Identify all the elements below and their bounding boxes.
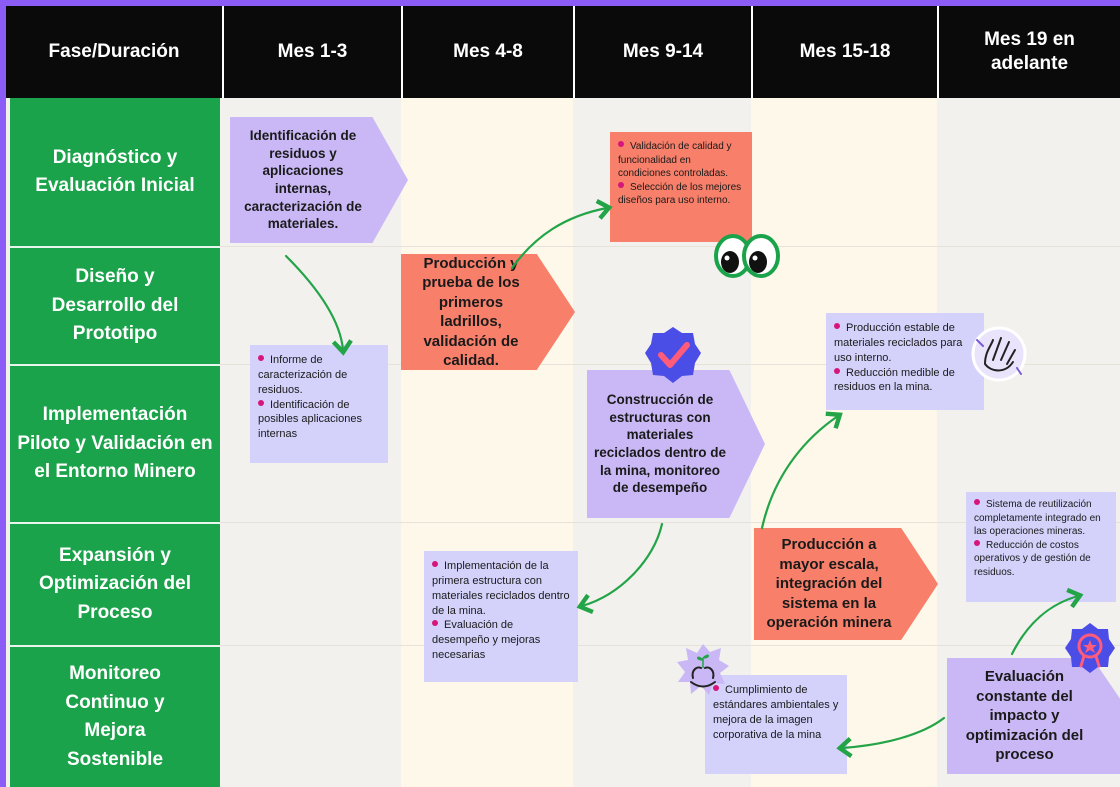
row-divider [220,522,1120,523]
note-validacion-text-1: Validación de calidad y funcionalidad en… [618,141,732,179]
bullet-icon [432,620,438,627]
row-divider [220,645,1120,646]
milestone-identificacion-text: Identificación de residuos y aplicacione… [244,128,362,232]
note-implementacion: Implementación de la primera estructura … [424,551,578,682]
note-estable-text-1: Producción estable de materiales recicla… [834,322,963,364]
milestone-produccion-mayor: Producción a mayor escala, integración d… [754,528,938,640]
header-mes-1-3: Mes 1-3 [277,41,348,63]
milestone-evaluacion-text: Evaluación constante del impacto y optim… [965,668,1084,764]
milestone-construccion: Construcción de estructuras con material… [587,370,765,518]
note-informe-item-1: Informe de caracterización de residuos. [258,353,380,398]
phase-diagnostico: Diagnóstico y Evaluación Inicial [10,98,220,246]
note-informe: Informe de caracterización de residuos. … [250,345,388,463]
note-cumplimiento-item-1: Cumplimiento de estándares ambientales y… [713,683,839,742]
note-sistema-text-2: Reducción de costos operativos y de gest… [974,539,1091,578]
note-validacion: Validación de calidad y funcionalidad en… [610,132,752,242]
header-mes-19-en-adelante: Mes 19 en adelante [984,29,1075,74]
note-estable-item-1: Producción estable de materiales recicla… [834,321,976,366]
table-header [6,6,1120,98]
note-validacion-item-1: Validación de calidad y funcionalidad en… [618,140,744,181]
phase-separator [10,364,220,366]
header-separator [222,6,224,98]
bullet-icon [713,685,719,691]
phase-separator [10,246,220,248]
note-estable-text-2: Reducción medible de residuos en la mina… [834,366,955,394]
header-mes-15-18: Mes 15-18 [799,41,891,63]
note-implementacion-text-1: Implementación de la primera estructura … [432,560,570,617]
milestone-evaluacion: Evaluación constante del impacto y optim… [947,658,1120,774]
note-sistema-item-1: Sistema de reutilización completamente i… [974,498,1108,539]
phase-separator [10,522,220,524]
bullet-icon [834,323,840,329]
note-implementacion-text-2: Evaluación de desempeño y mejoras necesa… [432,619,541,662]
bullet-icon [618,181,624,188]
phase-separator [10,645,220,647]
bullet-icon [258,399,264,406]
bullet-icon [974,499,980,505]
bullet-icon [432,561,438,567]
note-informe-item-2: Identificación de posibles aplicaciones … [258,398,380,443]
note-validacion-item-2: Selección de los mejores diseños para us… [618,181,744,208]
note-implementacion-item-1: Implementación de la primera estructura … [432,559,570,618]
milestone-construccion-text: Construcción de estructuras con material… [593,392,727,496]
note-cumplimiento-text-1: Cumplimiento de estándares ambientales y… [713,684,839,741]
frame-top-border [0,0,1120,6]
phase-monitoreo: Monitoreo Continuo y Mejora Sostenible [10,647,220,787]
note-sistema-item-2: Reducción de costos operativos y de gest… [974,539,1108,580]
header-separator [751,6,753,98]
milestone-produccion-prueba-text: Producción y prueba de los primeros ladr… [422,254,520,370]
frame-left-border [0,0,6,787]
header-mes-4-8: Mes 4-8 [453,41,523,63]
milestone-produccion-mayor-text: Producción a mayor escala, integración d… [766,536,892,632]
header-separator [937,6,939,98]
note-informe-text-1: Informe de caracterización de residuos. [258,354,348,396]
column-bg-mes-4-8 [401,98,573,787]
note-sistema-text-1: Sistema de reutilización completamente i… [974,499,1101,537]
note-estable-item-2: Reducción medible de residuos en la mina… [834,366,976,396]
note-cumplimiento: Cumplimiento de estándares ambientales y… [705,675,847,774]
row-divider [220,246,1120,247]
note-informe-text-2: Identificación de posibles aplicaciones … [258,398,362,441]
header-fase-duracion: Fase/Duración [48,41,180,63]
phase-implementacion: Implementación Piloto y Validación en el… [10,366,220,522]
note-implementacion-item-2: Evaluación de desempeño y mejoras necesa… [432,618,570,663]
note-produccion-estable: Producción estable de materiales recicla… [826,313,984,410]
phase-diseno: Diseño y Desarrollo del Prototipo [10,248,220,364]
milestone-produccion-prueba: Producción y prueba de los primeros ladr… [401,254,575,370]
header-separator [401,6,403,98]
bullet-icon [618,141,624,147]
bullet-icon [974,539,980,546]
bullet-icon [834,367,840,374]
header-mes-9-14: Mes 9-14 [622,41,704,63]
note-validacion-text-2: Selección de los mejores diseños para us… [618,181,742,207]
milestone-identificacion: Identificación de residuos y aplicacione… [230,117,408,243]
bullet-icon [258,355,264,361]
header-separator [573,6,575,98]
note-sistema: Sistema de reutilización completamente i… [966,492,1116,602]
phase-expansion: Expansión y Optimización del Proceso [10,524,220,645]
